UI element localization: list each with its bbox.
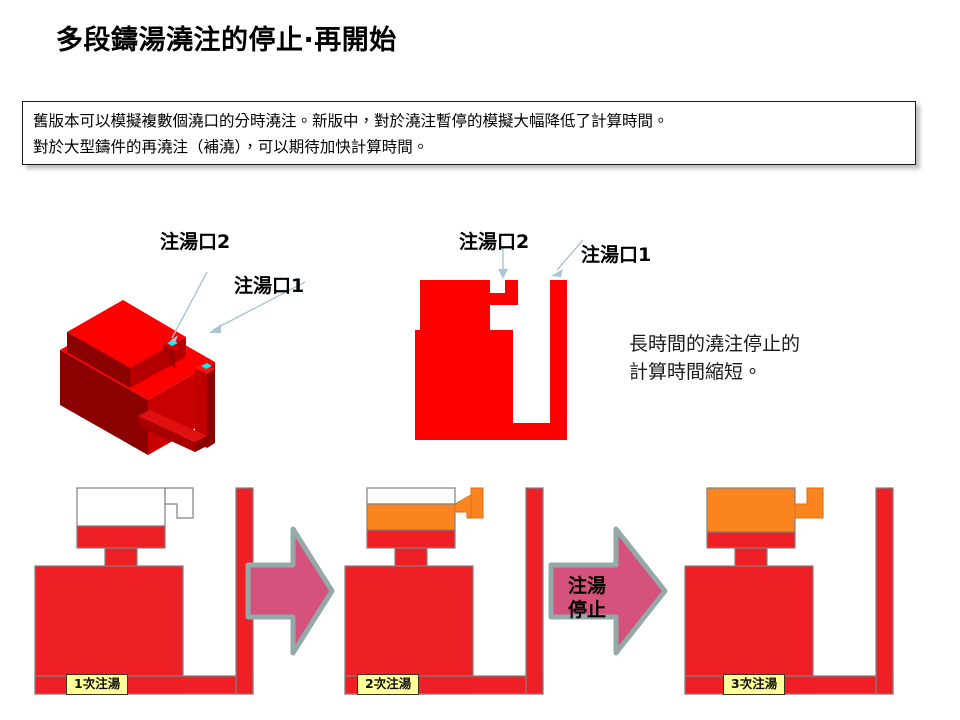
- arrow-2-text-line-2: 停止: [568, 598, 607, 621]
- sequence-label-2: 2次注湯: [357, 674, 420, 696]
- sequence-step-2: [344, 487, 544, 695]
- section-gate1-arrow-head-icon: [551, 269, 563, 277]
- step2-neck: [394, 547, 428, 567]
- step2-ladle-orange: [366, 503, 456, 531]
- section-sprue-gate1: [550, 280, 567, 440]
- step1-ladle-red: [76, 525, 166, 549]
- arrow-1-shape: [245, 526, 335, 656]
- step3-ladle-red: [706, 531, 796, 549]
- model-sprue-front: [195, 368, 207, 448]
- sequence-arrow-2: [548, 526, 668, 656]
- model-runner-front: [138, 416, 195, 452]
- side-note-line-1: 長時間的澆注停止的: [629, 333, 801, 355]
- model-riser-front-face: [67, 332, 130, 388]
- step3-ladle-spout: [794, 487, 824, 519]
- model-runner-right: [195, 436, 207, 452]
- model-runner-top: [138, 410, 207, 442]
- section-main-body: [415, 330, 513, 440]
- section-gate2-arrow-head-icon: [498, 269, 508, 279]
- section-gate1-leader-line: [556, 239, 584, 271]
- section-casting-view: [415, 239, 584, 440]
- sequence-label-1: 1次注湯: [66, 674, 129, 696]
- description-line-2: 對於大型鑄件的再澆注（補澆），可以期待加快計算時間。: [33, 138, 429, 156]
- side-note: 長時間的澆注停止的 計算時間縮短。: [629, 331, 800, 386]
- step1-neck: [104, 547, 138, 567]
- model-sprue-side: [207, 369, 215, 448]
- step2-casting-body: [344, 565, 474, 695]
- gate2-arrow-head-icon: [170, 335, 178, 343]
- arrow-2-text: 注湯 停止: [568, 575, 606, 623]
- sequence-arrow-1: [245, 526, 335, 656]
- sequence-label-3: 3次注湯: [723, 674, 786, 696]
- step3-ladle-orange: [706, 487, 796, 533]
- side-note-line-2: 計算時間縮短。: [629, 360, 763, 383]
- gate1-leader-line: [212, 281, 306, 331]
- sequence-step-3: [684, 487, 894, 695]
- isometric-casting-model: [60, 271, 215, 455]
- model-label-gate1: 注湯口1: [234, 275, 305, 297]
- step2-spout-riser: [470, 487, 484, 519]
- gate1-cyan-marker-icon: [201, 363, 212, 369]
- step2-sprue: [525, 487, 544, 695]
- step3-casting-body: [684, 565, 814, 695]
- step1-ladle-empty: [76, 487, 166, 527]
- description-box: 舊版本可以模擬複數個澆口的分時澆注。新版中，對於澆注暫停的模擬大幅降低了計算時間…: [22, 101, 916, 165]
- step3-neck: [734, 547, 768, 567]
- step1-ladle-spout: [164, 487, 194, 519]
- page-title: 多段鑄湯澆注的停止·再開始: [56, 25, 397, 56]
- arrow-2-text-line-1: 注湯: [568, 575, 607, 597]
- step3-bottom-runner: [684, 675, 894, 695]
- section-label-gate1: 注湯口1: [581, 244, 652, 266]
- model-label-gate2: 注湯口2: [160, 231, 231, 253]
- section-label-gate2: 注湯口2: [459, 231, 530, 253]
- model-gate1-leader: [209, 281, 306, 333]
- step3-sprue: [875, 487, 894, 695]
- model-sprue-top: [195, 364, 215, 374]
- description-line-1: 舊版本可以模擬複數個澆口的分時澆注。新版中，對於澆注暫停的模擬大幅降低了計算時間…: [33, 112, 669, 130]
- model-main-front-face: [60, 350, 148, 455]
- model-riser-top-face: [67, 300, 186, 368]
- section-bottom-runner: [415, 423, 567, 440]
- gate2-leader-line: [171, 271, 208, 339]
- sequence-step-1: [34, 487, 254, 695]
- model-gate2-notch: [163, 344, 175, 368]
- step2-ladle-red: [366, 529, 456, 549]
- section-riser-shape: [420, 280, 518, 330]
- gate1-arrow-head-icon: [209, 324, 221, 333]
- arrow-2-shape: [548, 526, 668, 656]
- step2-ladle-empty: [366, 487, 456, 505]
